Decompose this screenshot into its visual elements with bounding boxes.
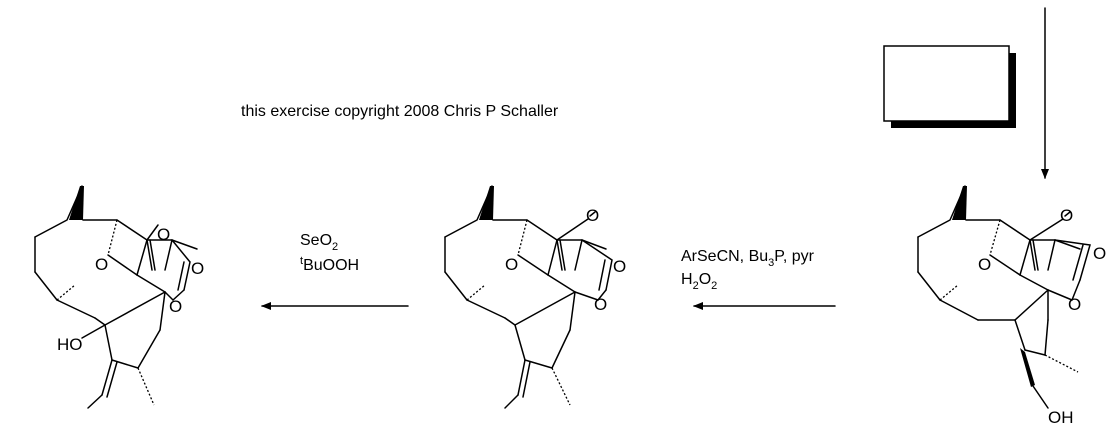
reagents-step-1: ArSeCN, Bu3P, pyr H2O2 (681, 248, 815, 292)
oxygen-atom: O (1093, 244, 1106, 263)
oxygen-atom: O (1060, 206, 1073, 225)
oxygen-atom: O (505, 255, 518, 274)
oxygen-atom: O (169, 297, 182, 316)
molecule-starting-material: O O O O OH (917, 185, 1106, 427)
oxygen-atom: O (191, 259, 204, 278)
oxygen-atom: O (157, 225, 170, 244)
copyright-text: this exercise copyright 2008 Chris P Sch… (241, 103, 559, 120)
oxygen-atom: O (95, 255, 108, 274)
svg-text:H2O2: H2O2 (681, 271, 717, 292)
oxygen-atom: O (613, 257, 626, 276)
oxygen-atom: O (594, 295, 607, 314)
svg-text:tBuOOH: tBuOOH (300, 255, 359, 274)
molecule-product: O O O O HO (34, 185, 204, 409)
hydroxyl-label: OH (1048, 408, 1074, 427)
oxygen-atom: O (586, 206, 599, 225)
hydroxyl-label: HO (57, 335, 83, 354)
reagents-step-2: SeO2 tBuOOH (300, 232, 359, 274)
svg-text:SeO2: SeO2 (300, 232, 338, 253)
blank-reagent-box[interactable] (883, 45, 1016, 128)
molecule-intermediate: O O O O (444, 185, 626, 409)
oxygen-atom: O (1068, 295, 1081, 314)
oxygen-atom: O (978, 255, 991, 274)
svg-text:ArSeCN, Bu3P, pyr: ArSeCN, Bu3P, pyr (681, 248, 815, 269)
